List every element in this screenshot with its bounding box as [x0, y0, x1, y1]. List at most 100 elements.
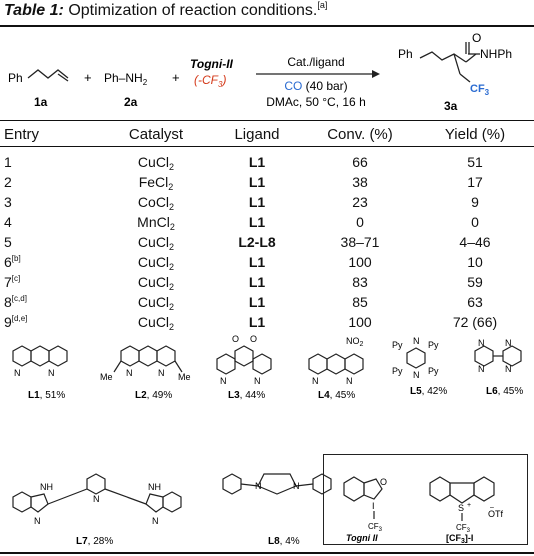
cell-catalyst: CuCl2 [137, 314, 175, 332]
cell-yield: 0 [471, 214, 479, 230]
cell-ligand: L2-L8 [238, 234, 276, 250]
header-top-rule [0, 120, 534, 121]
product-cf3-sub: 3 [485, 88, 490, 97]
ligand-l4-id: L4 [318, 390, 330, 401]
cell-catalyst: CuCl2 [137, 254, 175, 272]
cell-ligand: L1 [248, 214, 266, 230]
cf3-salt-label-sub: 3 [461, 538, 465, 544]
togni-o: O [380, 477, 387, 487]
salt-minus: – [490, 504, 494, 511]
product-cf3: CF3 [470, 83, 490, 97]
product-amide: NHPh [480, 47, 512, 61]
header-catalyst: Catalyst [128, 126, 184, 143]
cell-conversion: 100 [348, 314, 372, 330]
ligand-l8-structure: N N [222, 473, 332, 495]
ligand-l1-id: L1 [28, 390, 40, 401]
reagent-box: O I CF3 Togni II S + – OTf CF3 [CF3]-I [323, 454, 528, 545]
cf3-salt-label-a: [CF [446, 533, 461, 543]
cf3-salt-label: [CF3]-I [446, 533, 473, 544]
reagent-group-sub: 3 [218, 80, 223, 89]
togni-ii-structure: O I CF3 [343, 476, 387, 533]
l7-nh-right-n: N [148, 482, 155, 492]
ligand-l4-caption: L4, 45% [318, 390, 355, 401]
l7-n-right: N [152, 516, 159, 526]
l2-me-left: Me [100, 372, 113, 382]
cell-ligand: L1 [248, 194, 266, 210]
bottom-rule [0, 552, 534, 554]
l6-n-1: N [478, 338, 485, 348]
salt-cf3: CF3 [456, 523, 471, 534]
ligand-l3-caption: L3, 44% [228, 390, 265, 401]
ligand-l6-structure: N N N N [474, 338, 522, 374]
ligand-l5-structure: Py Py Py Py N N [392, 336, 439, 380]
reactant2-label: 2a [124, 95, 138, 109]
l5-py-3: Py [392, 366, 403, 376]
l5-py-1: Py [392, 340, 403, 350]
l8-n-left: N [255, 481, 262, 491]
ligand-l6-id: L6 [486, 386, 498, 397]
cell-ligand: L1 [248, 274, 266, 290]
l3-n-right: N [254, 376, 261, 386]
l6-n-3: N [478, 364, 485, 374]
l3-o-right: O [250, 334, 257, 344]
ligand-l2-caption: L2, 49% [135, 390, 172, 401]
l3-o-left: O [232, 334, 239, 344]
ligand-l7-caption: L7, 28% [76, 536, 113, 547]
cell-conversion: 83 [352, 274, 368, 290]
l2-n-right: N [158, 368, 165, 378]
ligand-l4-structure: NO2 N N [308, 336, 364, 386]
l5-py-2: Py [428, 340, 439, 350]
cell-conversion: 85 [352, 294, 368, 310]
reagent-group-end: ) [220, 73, 226, 87]
table-title: Table 1: Optimization of reaction condit… [4, 0, 328, 20]
header-conversion: Conv. (%) [327, 126, 393, 143]
cf3-salt-structure: S + – OTf CF3 [429, 476, 503, 534]
ligand-structures: N N L1, 51% Me Me N N L2, 49% O O N N L3… [12, 334, 524, 547]
table-label: Table 1: [4, 2, 64, 19]
ligand-l3-id: L3 [228, 390, 240, 401]
ligand-l7-structure: NH NH N N N [12, 473, 182, 526]
l2-n-left: N [126, 368, 133, 378]
header-ligand: Ligand [234, 126, 280, 143]
conditions-co-rest: (40 bar) [302, 79, 347, 93]
l4-no2-text: NO [346, 336, 360, 346]
reactant1-label: 1a [34, 95, 48, 109]
reagent-structures: O I CF3 Togni II S + – OTf CF3 [CF3]-I [343, 476, 503, 545]
reactant2-sub: 2 [143, 78, 148, 87]
l4-n-right: N [346, 376, 353, 386]
l4-no2: NO2 [346, 336, 364, 348]
togni-cf3-sub: 3 [379, 527, 383, 533]
ligand-l3-yield: , 44% [240, 390, 266, 401]
ligand-l1-structure: N N [12, 345, 68, 378]
conditions-co: CO [284, 79, 302, 93]
togni-cf3-text: CF [368, 522, 379, 531]
l5-py-4: Py [428, 366, 439, 376]
l7-n-left: N [34, 516, 41, 526]
l2-me-right: Me [178, 372, 191, 382]
ligand-l6-yield: , 45% [498, 386, 524, 397]
reaction-arrowhead [372, 70, 380, 78]
ligand-l5-id: L5 [410, 386, 422, 397]
header-bottom-rule [0, 146, 534, 147]
cell-ligand: L1 [248, 294, 266, 310]
cell-conversion: 100 [348, 254, 372, 270]
ligand-l8-yield: , 4% [280, 536, 300, 547]
header-yield: Yield (%) [444, 126, 506, 143]
cell-conversion: 38–71 [340, 234, 380, 250]
cell-entry: 9[d,e] [4, 314, 28, 330]
cell-entry: 7[c] [4, 274, 21, 290]
ligand-l4-yield: , 45% [330, 390, 356, 401]
cell-catalyst: CuCl2 [137, 294, 175, 312]
cell-conversion: 23 [352, 194, 368, 210]
l7-n-center: N [93, 494, 100, 504]
header-entry: Entry [4, 126, 40, 143]
l7-nh-right-h: H [155, 482, 162, 492]
ligand-l2-yield: , 49% [147, 390, 173, 401]
l5-n-bottom: N [413, 370, 420, 380]
cell-entry: 8[c,d] [4, 294, 27, 310]
reagent-group: (-CF3) [194, 73, 226, 89]
caption-footnote: [a] [317, 0, 328, 10]
cell-entry: 6[b] [4, 254, 21, 270]
reagent-name: Togni-II [190, 57, 234, 71]
product-o: O [472, 31, 481, 45]
